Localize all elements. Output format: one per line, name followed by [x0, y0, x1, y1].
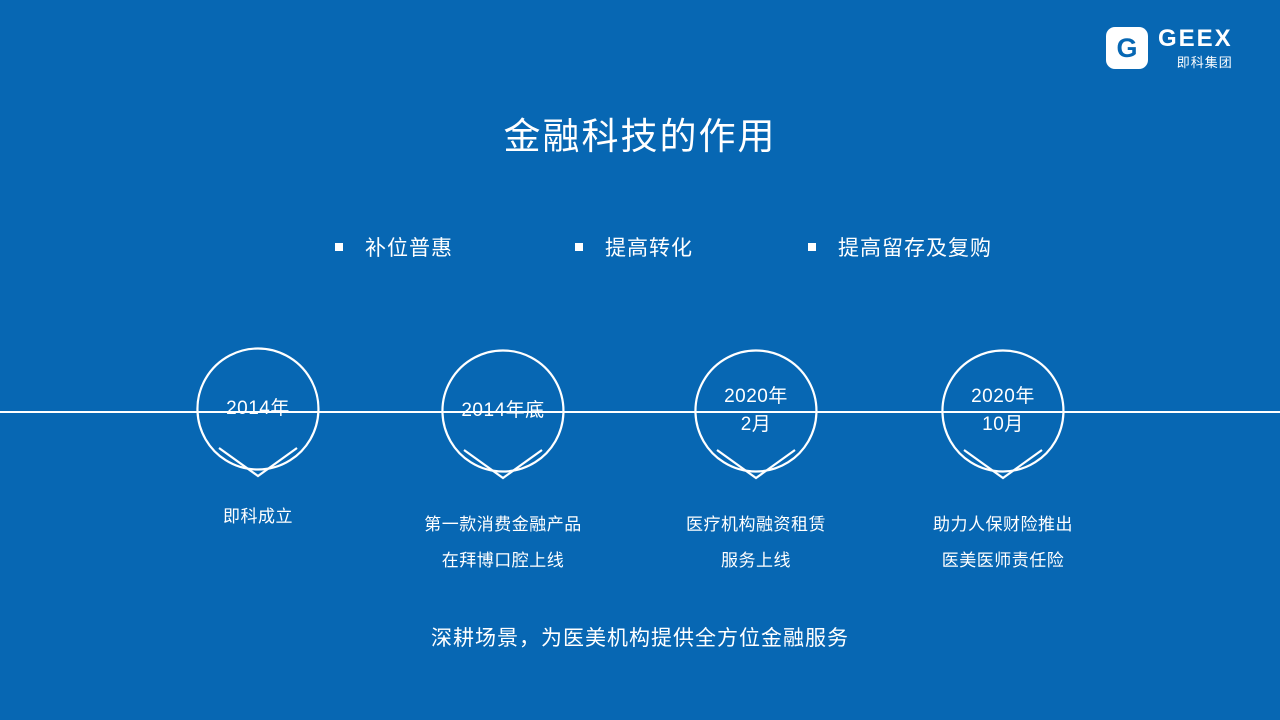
bullet-label: 提高转化 [605, 237, 693, 260]
brand-logo: G GEEX 即科集团 [1106, 27, 1233, 69]
pin-caption: 即科成立 [108, 499, 408, 535]
square-bullet-icon [808, 243, 816, 251]
pin-caption-line1: 医疗机构融资租赁 [686, 515, 826, 534]
pin-caption-line2: 在拜博口腔上线 [441, 550, 565, 570]
geex-mark-icon: G [1106, 27, 1148, 69]
pin-date-line1: 2020年 [971, 385, 1035, 407]
logo-mark-letter: G [1116, 32, 1138, 63]
pin-caption: 第一款消费金融产品 在拜博口腔上线 [353, 507, 653, 578]
pin-caption-line1: 第一款消费金融产品 [424, 515, 582, 534]
timeline-milestone: 2014年底 第一款消费金融产品 在拜博口腔上线 [424, 349, 581, 570]
logo-wordmark: GEEX [1158, 25, 1233, 52]
timeline-milestone: 2014年 即科成立 [196, 347, 320, 526]
bullet-item: 补位普惠 [335, 232, 453, 262]
pin-date-label: 2014年底 [441, 349, 565, 473]
pin-date-line2: 2月 [740, 414, 772, 435]
pin-outline-icon [941, 349, 1065, 480]
pin-date-line1: 2014年 [226, 397, 290, 419]
bullet-list: 补位普惠 提高转化 提高留存及复购 [330, 232, 1050, 266]
timeline-axis-line [0, 411, 1280, 413]
pin-date-line1: 2014年底 [461, 399, 545, 421]
pin-date-label: 2020年 2月 [694, 349, 818, 473]
bullet-label: 补位普惠 [365, 237, 453, 260]
pin-date-label: 2020年 10月 [941, 349, 1065, 473]
pin-caption: 助力人保财险推出 医美医师责任险 [853, 507, 1153, 578]
pin-caption-line1: 即科成立 [223, 507, 293, 526]
pin-caption-line1: 助力人保财险推出 [933, 515, 1073, 534]
timeline-milestone: 2020年 10月 助力人保财险推出 医美医师责任险 [933, 349, 1073, 570]
footer-note: 深耕场景，为医美机构提供全方位金融服务 [431, 627, 849, 650]
pin-caption: 医疗机构融资租赁 服务上线 [606, 507, 906, 578]
pin-date-line1: 2020年 [724, 385, 788, 407]
bullet-label: 提高留存及复购 [838, 237, 992, 260]
pin-outline-icon [441, 349, 565, 480]
pin-caption-line2: 服务上线 [721, 550, 791, 570]
pin-date-label: 2014年 [196, 347, 320, 471]
square-bullet-icon [575, 243, 583, 251]
bullet-item: 提高留存及复购 [808, 232, 992, 262]
pin-outline-icon [196, 347, 320, 478]
page-title: 金融科技的作用 [503, 116, 777, 157]
pin-caption-line2: 医美医师责任险 [941, 550, 1065, 570]
pin-date-line2: 10月 [982, 414, 1024, 435]
bullet-item: 提高转化 [575, 232, 693, 262]
timeline-milestone: 2020年 2月 医疗机构融资租赁 服务上线 [686, 349, 826, 570]
logo-subtitle: 即科集团 [1176, 55, 1233, 70]
pin-outline-icon [694, 349, 818, 480]
logo-text-block: GEEX 即科集团 [1158, 25, 1233, 70]
square-bullet-icon [335, 243, 343, 251]
